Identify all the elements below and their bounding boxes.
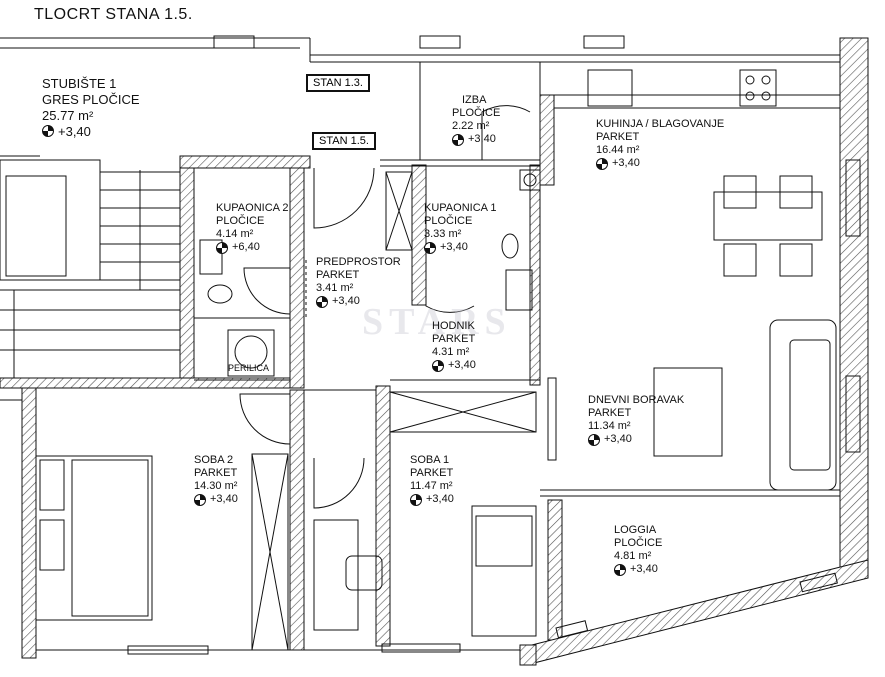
room-floor: PARKET [316, 269, 360, 281]
level-marker: +3,40 [588, 433, 684, 446]
level-marker: +3,40 [614, 563, 662, 576]
top-facade [0, 35, 840, 63]
level-marker: +3,40 [316, 295, 401, 308]
room-area: 25.77 m² [42, 108, 94, 123]
room-dnevni-boravak: DNEVNI BORAVAK PARKET 11.34 m² +3,40 [588, 394, 684, 446]
level-icon [452, 134, 464, 146]
level-marker: +3,40 [194, 493, 238, 506]
windows [127, 159, 861, 655]
room-area: 16.44 m² [596, 144, 640, 156]
level-icon [588, 434, 600, 446]
level-marker: +3,40 [424, 241, 497, 254]
room-floor: PARKET [432, 333, 476, 345]
room-name: PREDPROSTOR [316, 256, 401, 268]
room-name: DNEVNI BORAVAK [588, 394, 685, 406]
level-marker: +3,40 [432, 359, 476, 372]
exterior-walls [0, 37, 869, 666]
room-name: KUPAONICA 1 [424, 202, 497, 214]
room-loggia: LOGGIA PLOČICE 4.81 m² +3,40 [614, 524, 662, 576]
level-icon [42, 125, 54, 137]
staircase [0, 155, 180, 378]
room-area: 2.22 m² [452, 120, 490, 132]
room-floor: PLOČICE [452, 107, 501, 119]
room-kupaonica-1: KUPAONICA 1 PLOČICE 3.33 m² +3,40 [424, 202, 497, 254]
room-area: 11.34 m² [588, 420, 631, 432]
level-icon [432, 360, 444, 372]
room-area: 3.41 m² [316, 282, 354, 294]
level-icon [216, 242, 228, 254]
level-marker: +3,40 [410, 493, 454, 506]
level-marker: +3,40 [596, 157, 724, 170]
level-icon [316, 296, 328, 308]
room-area: 4.81 m² [614, 550, 652, 562]
stan-15-label: STAN 1.5. [312, 132, 376, 150]
room-soba-1: SOBA 1 PARKET 11.47 m² +3,40 [410, 454, 454, 506]
room-area: 11.47 m² [410, 480, 453, 492]
level-marker: +3,40 [42, 124, 140, 140]
room-izba: IZBA PLOČICE 2.22 m² +3,40 [452, 94, 500, 146]
room-soba-2: SOBA 2 PARKET 14.30 m² +3,40 [194, 454, 238, 506]
room-floor: PARKET [588, 407, 632, 419]
room-name: LOGGIA [614, 524, 657, 536]
room-stubiste: STUBIŠTE 1 GRES PLOČICE 25.77 m² +3,40 [42, 76, 140, 140]
room-name: HODNIK [432, 320, 475, 332]
living-fixtures [547, 319, 837, 491]
room-name: KUHINJA / BLAGOVANJE [596, 118, 725, 130]
level-icon [596, 158, 608, 170]
room-kupaonica-2: KUPAONICA 2 PLOČICE 4.14 m² +6,40 [216, 202, 289, 254]
room-name: KUPAONICA 2 [216, 202, 289, 214]
kitchen-fixtures [519, 69, 840, 277]
room-floor: PARKET [410, 467, 454, 479]
room-floor: PLOČICE [424, 215, 473, 227]
room-floor: GRES PLOČICE [42, 92, 140, 107]
interior-walls [0, 62, 840, 651]
room-area: 14.30 m² [194, 480, 238, 492]
level-icon [410, 494, 422, 506]
room-kuhinja: KUHINJA / BLAGOVANJE PARKET 16.44 m² +3,… [596, 118, 724, 170]
room-floor: PARKET [194, 467, 238, 479]
room-floor: PARKET [596, 131, 640, 143]
level-icon [194, 494, 206, 506]
room-area: 4.14 m² [216, 228, 254, 240]
room-floor: PLOČICE [614, 537, 663, 549]
level-icon [614, 564, 626, 576]
doors [239, 105, 531, 509]
room-predprostor: PREDPROSTOR PARKET 3.41 m² +3,40 [316, 256, 401, 308]
bedroom-fixtures [35, 391, 537, 651]
room-area: 4.31 m² [432, 346, 470, 358]
page-title: TLOCRT STANA 1.5. [34, 6, 193, 23]
room-name: IZBA [462, 94, 487, 106]
watermark: STARS [362, 301, 512, 343]
room-name: SOBA 1 [410, 454, 450, 466]
level-icon [424, 242, 436, 254]
level-marker: +3,40 [452, 133, 500, 146]
room-area: 3.33 m² [424, 228, 462, 240]
room-hodnik: HODNIK PARKET 4.31 m² +3,40 [432, 320, 476, 372]
room-name: STUBIŠTE 1 [42, 76, 117, 91]
bathroom-fixtures [199, 171, 533, 377]
room-name: SOBA 2 [194, 454, 234, 466]
level-marker: +6,40 [216, 241, 289, 254]
stan-13-label: STAN 1.3. [306, 74, 370, 92]
room-floor: PLOČICE [216, 215, 265, 227]
washing-machine-label: PERILICA [228, 363, 270, 373]
